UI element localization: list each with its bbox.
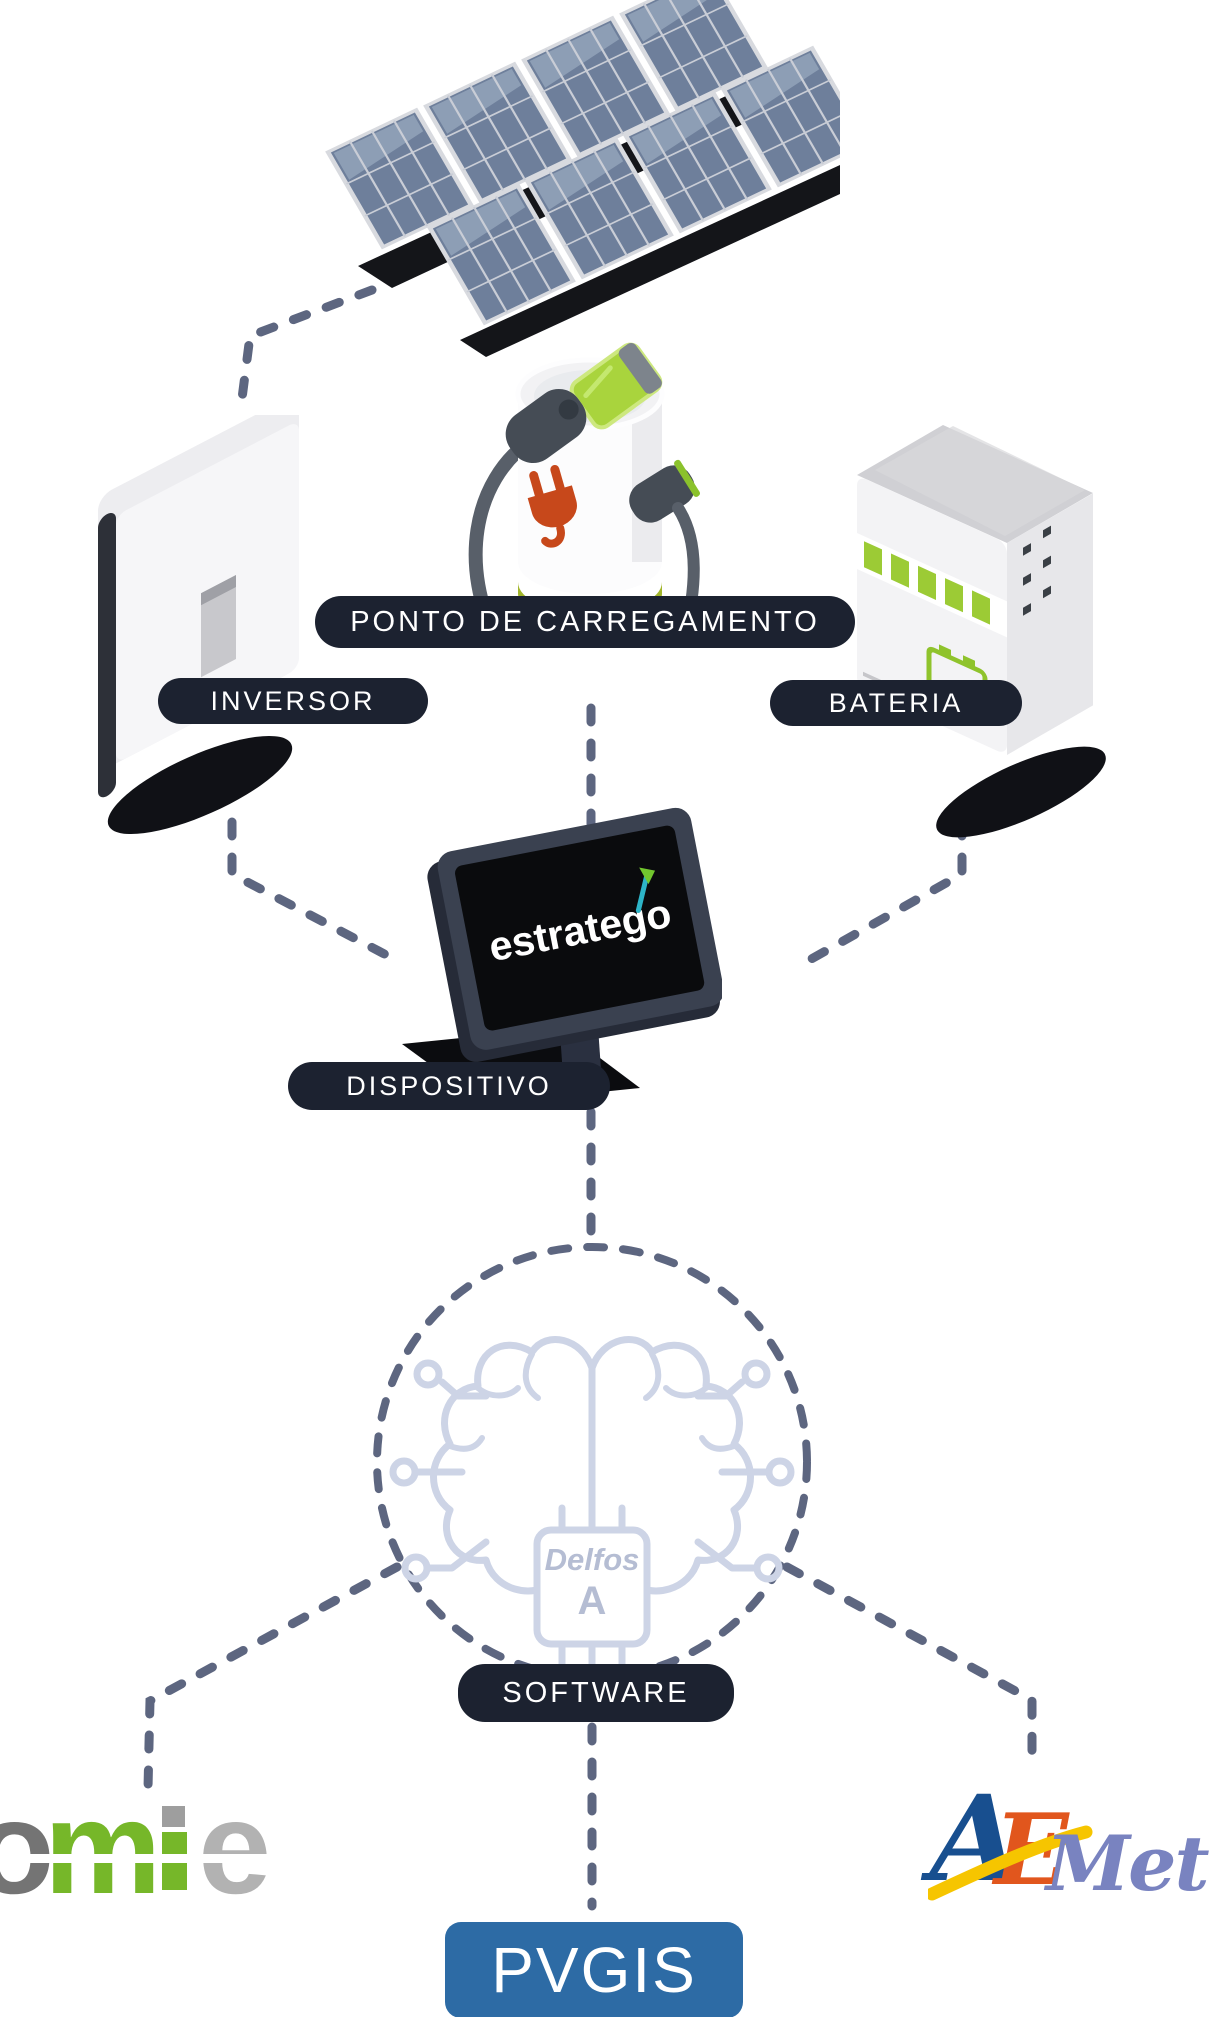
omie-logo: o m e	[0, 1782, 294, 1922]
omie-letter-e: e	[198, 1774, 272, 1921]
device-label: DISPOSITIVO	[288, 1062, 610, 1110]
battery-shadow	[936, 746, 1106, 838]
brain-circuit-icon: Delfos A	[389, 1336, 795, 1680]
charger-plug-handle-left	[505, 388, 587, 464]
monitor-screen	[455, 825, 705, 1031]
estratego-arrow-icon	[639, 867, 656, 885]
aemet-letters-met: Met	[1046, 1819, 1210, 1908]
inverter-label: INVERSOR	[158, 678, 428, 724]
omie-logo-slit	[0, 1854, 294, 1863]
device-monitor-illustration: estratego	[402, 807, 722, 1104]
pvgis-logo: PVGIS	[445, 1922, 743, 2017]
battery-illustration	[857, 425, 1106, 838]
battery-charge-bars	[864, 541, 990, 625]
software-label: SOFTWARE	[458, 1664, 734, 1722]
solar-panels-illustration	[326, 0, 840, 357]
solar-panel-shadow	[460, 165, 840, 357]
aemet-swoosh-icon	[928, 1825, 1093, 1901]
delfos-logo-text: Delfos	[545, 1542, 640, 1577]
inverter-illustration	[98, 415, 299, 835]
charging-point-label: PONTO DE CARREGAMENTO	[315, 596, 855, 648]
connector-software-omie	[143, 1562, 402, 1793]
connector-battery-device	[801, 817, 967, 967]
charging-card-icon	[569, 342, 663, 430]
omie-letter-i-dot	[162, 1806, 185, 1827]
charging-station-illustration	[468, 342, 700, 645]
inverter-shadow	[107, 735, 293, 835]
connector-software-aemet	[782, 1562, 1037, 1775]
aemet-logo: A E Met	[928, 1768, 1214, 1913]
plug-icon	[527, 464, 577, 548]
connector-solar-inverter	[235, 285, 377, 419]
delfos-logo-letter: A	[578, 1579, 607, 1623]
connector-inverter-device	[227, 817, 397, 963]
omie-letter-o: o	[0, 1774, 55, 1921]
battery-label: BATERIA	[770, 680, 1022, 726]
omie-letter-m: m	[44, 1774, 162, 1921]
